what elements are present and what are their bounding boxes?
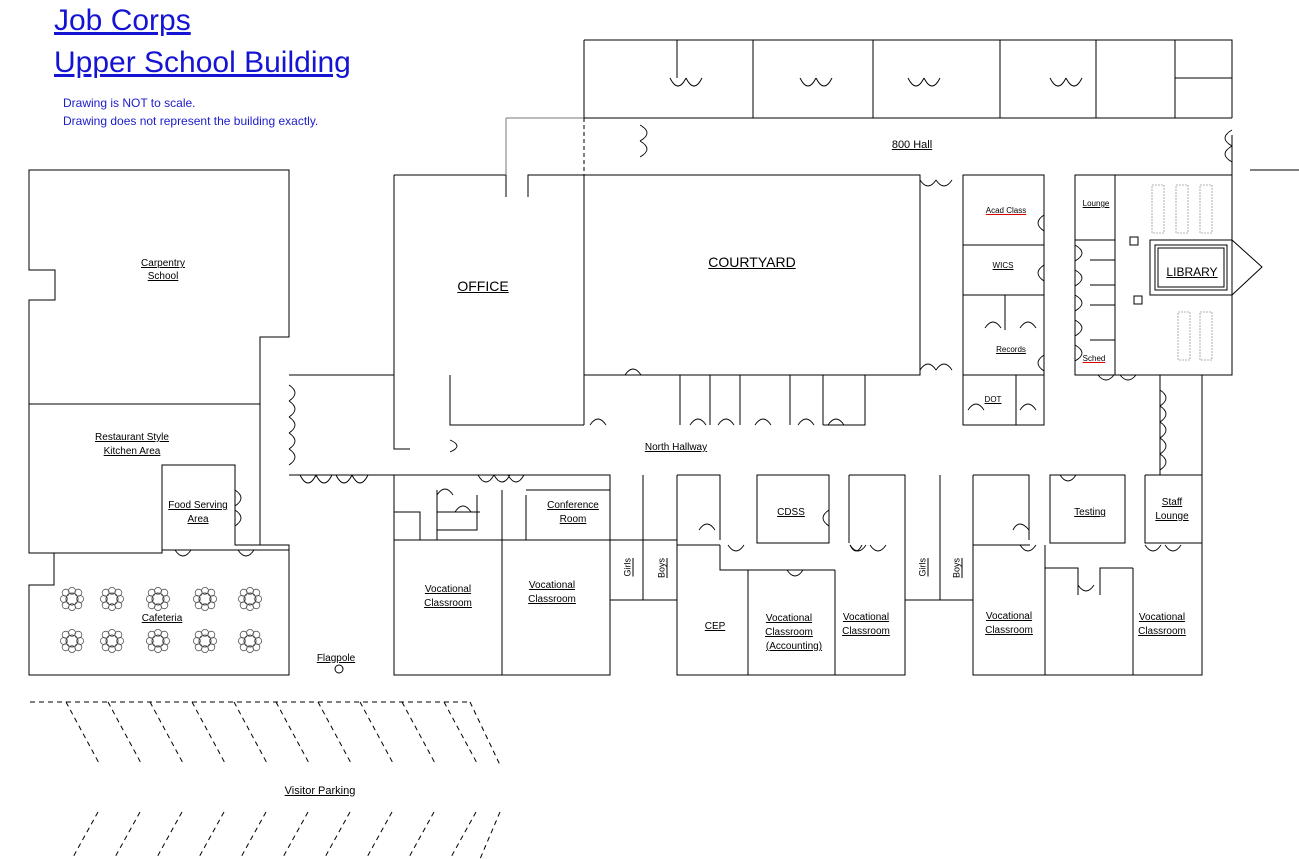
visitor-parking-label: Visitor Parking: [284, 785, 356, 797]
scale-note: Drawing is NOT to scale.: [63, 96, 196, 110]
800-hall-label: 800 Hall: [891, 139, 933, 151]
visitor-parking-lines: [30, 701, 501, 859]
cafeteria-table: [145, 629, 171, 653]
door-swings: [174, 77, 1233, 592]
restaurant-label-2: Kitchen Area: [103, 446, 161, 457]
vocational-classroom-5-label-2: Classroom: [1138, 626, 1186, 637]
staff-lounge-label-2: Lounge: [1155, 511, 1189, 522]
cdss-label: CDSS: [777, 507, 805, 518]
food-serving-label-1: Food Serving: [168, 500, 228, 511]
cafeteria-table: [192, 587, 218, 611]
vocational-accounting-label-2: Classroom: [765, 627, 813, 638]
boys-restroom-label-2: Boys: [951, 558, 962, 579]
staff-lounge-label-1: Staff: [1161, 497, 1183, 508]
cafeteria-table: [237, 587, 263, 611]
cafeteria-table: [100, 629, 124, 653]
vocational-classroom-4-label-1: Vocational: [985, 611, 1033, 622]
vocational-classroom-5-label-1: Vocational: [1138, 612, 1186, 623]
conference-room-label-1: Conference: [547, 500, 599, 511]
page-title-line-1: Job Corps: [54, 4, 191, 37]
vocational-accounting-label-3: (Accounting): [765, 641, 823, 652]
cafeteria-table: [237, 629, 263, 653]
girls-restroom-label-2: Girls: [917, 558, 928, 577]
wics-label: WICS: [992, 261, 1014, 270]
library-label: LIBRARY: [1166, 265, 1218, 279]
vocational-classroom-2-label-1: Vocational: [528, 580, 576, 591]
flagpole-label: Flagpole: [316, 653, 356, 664]
cafeteria-table: [60, 629, 84, 653]
records-label: Records: [996, 345, 1026, 354]
carpentry-school-label-1: Carpentry: [141, 258, 185, 269]
vocational-accounting-label-1: Vocational: [765, 613, 813, 624]
vocational-classroom-3-label-2: Classroom: [842, 626, 890, 637]
food-serving-label-2: Area: [187, 514, 209, 525]
testing-label: Testing: [1074, 507, 1106, 518]
page-title-line-2: Upper School Building: [54, 46, 351, 79]
lounge-label: Lounge: [1082, 199, 1110, 208]
cafeteria-label: Cafeteria: [141, 613, 183, 624]
sched-label: Sched: [1082, 354, 1106, 363]
vocational-classroom-1-label-2: Classroom: [424, 598, 472, 609]
walls: [28, 39, 1299, 676]
dot-label: DOT: [984, 395, 1002, 404]
conference-room-label-2: Room: [559, 514, 587, 525]
girls-restroom-label-1: Girls: [622, 558, 633, 577]
acad-class-label: Acad Class: [985, 206, 1027, 215]
vocational-classroom-3-label-1: Vocational: [842, 612, 890, 623]
vocational-classroom-1-label-1: Vocational: [424, 584, 472, 595]
cafeteria-table: [192, 629, 218, 653]
carpentry-school-label-2: School: [147, 271, 179, 282]
vocational-classroom-4-label-2: Classroom: [985, 625, 1033, 636]
office-label: OFFICE: [457, 278, 509, 294]
north-hallway-label: North Hallway: [644, 442, 708, 453]
cafeteria-table: [100, 587, 124, 611]
courtyard-label: COURTYARD: [708, 254, 796, 270]
flagpole-icon: [334, 664, 344, 674]
cafeteria-table: [145, 587, 171, 611]
cafeteria-tables: [60, 587, 263, 653]
restaurant-label-1: Restaurant Style: [95, 432, 169, 443]
cep-label: CEP: [704, 621, 726, 632]
library-shelves: [1151, 184, 1213, 361]
vocational-classroom-2-label-2: Classroom: [528, 594, 576, 605]
boys-restroom-label-1: Boys: [656, 558, 667, 579]
accuracy-note: Drawing does not represent the building …: [63, 114, 319, 128]
cafeteria-table: [60, 587, 84, 611]
